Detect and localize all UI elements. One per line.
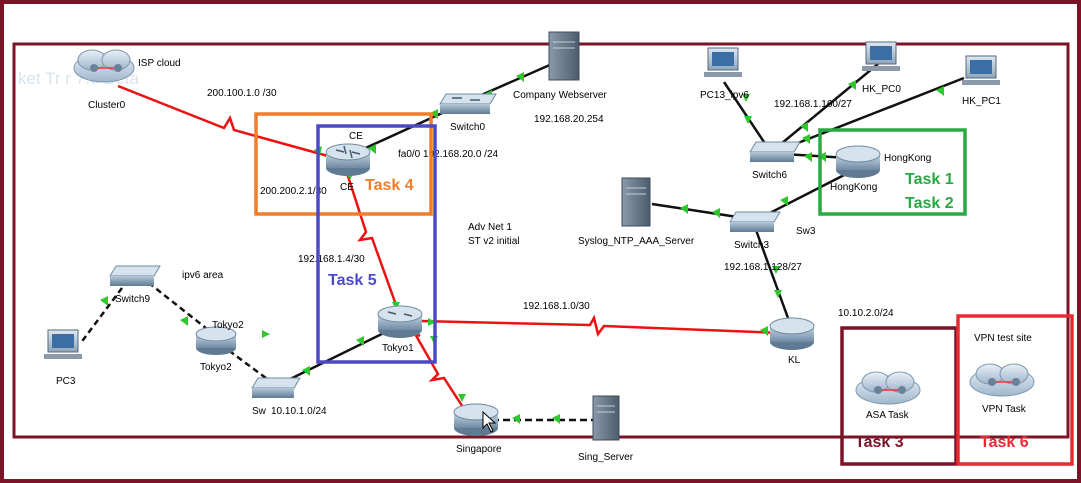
label-hk-lan: 192.168.1.160/27 (774, 99, 852, 110)
vpn-task-cloud-icon[interactable] (969, 363, 1035, 397)
task4-box (254, 112, 433, 216)
link-hkpc0-switch6[interactable] (775, 63, 879, 149)
label-tokyo-lan: 10.10.1.0/24 (271, 406, 327, 417)
label-ce-fa0: fa0/0 192.168.20.0 /24 (398, 149, 499, 160)
sw-label: Sw (252, 406, 267, 417)
link-ce-tokyo1[interactable] (344, 169, 402, 317)
asa-task-cloud-icon[interactable] (855, 371, 921, 405)
note-line2: ST v2 initial (468, 236, 520, 247)
asa-task-label: ASA Task (866, 410, 910, 421)
vpn-test-site-label: VPN test site (974, 333, 1032, 344)
task4-label: Task 4 (365, 177, 414, 194)
label-isp-link: 200.100.1.0 /30 (207, 88, 277, 99)
ce-router-icon[interactable] (325, 143, 371, 176)
task5-box (316, 124, 437, 364)
syslog-server-icon[interactable] (621, 177, 651, 227)
label-tokyo1-kl: 192.168.1.0/30 (523, 301, 590, 312)
hk-pc1-label: HK_PC1 (962, 96, 1001, 107)
link-tokyo1-sw[interactable] (275, 324, 399, 388)
tokyo1-router-icon[interactable] (377, 305, 423, 338)
inner-frame (12, 42, 1070, 439)
task6-label: Task 6 (980, 434, 1029, 451)
switch9-icon[interactable] (109, 265, 161, 286)
singapore-label: Singapore (456, 444, 502, 455)
sing-server-icon[interactable] (592, 395, 620, 441)
hk-pc0-label: HK_PC0 (862, 84, 901, 95)
link-syslog-switch3[interactable] (651, 202, 745, 220)
hongkong-top-label: HongKong (884, 153, 931, 164)
tokyo1-label: Tokyo1 (382, 343, 414, 354)
link-tokyo1-singapore[interactable] (412, 331, 472, 419)
link-pc13-switch6[interactable] (722, 81, 770, 149)
pc13-ipv6-label: PC13_ipv6 (700, 90, 749, 101)
cluster0-label: Cluster0 (88, 100, 126, 111)
task2-label: Task 2 (905, 195, 954, 212)
tokyo2-router-icon[interactable] (195, 326, 237, 355)
task1-label: Task 1 (905, 171, 954, 188)
label-kl-lan: 10.10.2.0/24 (838, 308, 894, 319)
hk-pc0-icon[interactable] (862, 41, 900, 71)
task3-label: Task 3 (855, 434, 904, 451)
ce-top-label: CE (349, 131, 363, 142)
link-tokyo1-kl[interactable] (419, 314, 783, 337)
tokyo2-label: Tokyo2 (200, 362, 232, 373)
ce-label: CE (340, 182, 354, 193)
switch6-label: Switch6 (752, 170, 787, 181)
sing-server-label: Sing_Server (578, 452, 634, 463)
hk-pc1-icon[interactable] (962, 55, 1000, 85)
task5-label: Task 5 (328, 272, 377, 289)
syslog-server-label: Syslog_NTP_AAA_Server (578, 236, 695, 247)
kl-label: KL (788, 355, 801, 366)
task3-box (840, 326, 958, 466)
link-switch3-kl[interactable] (754, 229, 790, 319)
pc13-ipv6-icon[interactable] (704, 47, 742, 77)
label-ce-tokyo1: 192.168.1.4/30 (298, 254, 365, 265)
hongkong-router-icon[interactable] (835, 145, 881, 178)
company-webserver-label: Company Webserver (513, 90, 607, 101)
task6-box (956, 314, 1074, 466)
switch0-label: Switch0 (450, 122, 485, 133)
link-hkpc1-switch6[interactable] (779, 76, 965, 152)
pc3-label: PC3 (56, 376, 76, 387)
switch3-label: Switch3 (734, 240, 769, 251)
pc3-icon[interactable] (44, 329, 82, 359)
cluster0-cloud-icon[interactable] (73, 49, 135, 83)
links (79, 62, 965, 422)
isp-cloud-label: ISP cloud (138, 58, 181, 69)
task12-box (818, 128, 967, 216)
switch6-icon[interactable] (749, 141, 801, 162)
note-line1: Adv Net 1 (468, 222, 512, 233)
switch0-icon[interactable] (439, 93, 497, 114)
kl-router-icon[interactable] (769, 317, 815, 350)
link-status-indicators (100, 72, 944, 424)
label-sw3-lan: 192.168.1.128/27 (724, 262, 802, 273)
company-webserver-icon[interactable] (548, 31, 580, 81)
link-cluster-ce[interactable] (117, 84, 329, 158)
label-ipv6-area: ipv6 area (182, 270, 224, 281)
link-sw-tokyo2[interactable] (219, 342, 275, 386)
mouse-cursor-icon (482, 410, 497, 433)
label-ce-serial: 200.200.2.1/30 (260, 186, 327, 197)
label-webserver-net: 192.168.20.254 (534, 114, 604, 125)
sw-switch-icon[interactable] (251, 377, 301, 398)
link-hongkong-switch3[interactable] (759, 170, 851, 220)
sw3-label: Sw3 (796, 226, 816, 237)
switch3-icon[interactable] (729, 211, 781, 232)
hongkong-label: HongKong (830, 182, 877, 193)
switch9-label: Switch9 (115, 294, 150, 305)
tokyo2-top-label: Tokyo2 (212, 320, 244, 331)
vpn-task-label: VPN Task (982, 404, 1027, 415)
link-switch9-pc3[interactable] (79, 279, 129, 345)
